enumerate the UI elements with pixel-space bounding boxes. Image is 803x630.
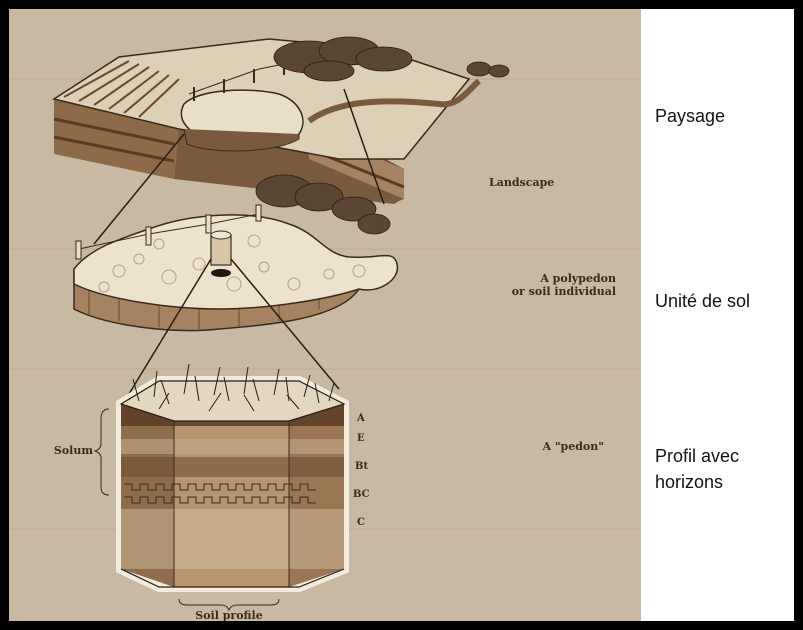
soil-profile-label: Soil profile xyxy=(191,610,267,621)
profil-label-line1: Profil avec xyxy=(655,444,739,468)
pedon-label: A "pedon" xyxy=(494,441,604,453)
soil-diagram-plate: Landscape A polypedon or soil individual… xyxy=(9,9,641,621)
solum-label: Solum xyxy=(47,445,93,457)
horizon-label-a: A xyxy=(357,413,365,424)
profil-label-line2: horizons xyxy=(655,470,723,494)
horizon-label-e: E xyxy=(357,433,365,444)
pedon-block xyxy=(95,364,344,610)
polypedon-label-line1: A polypedon xyxy=(456,273,616,285)
horizon-label-c: C xyxy=(357,517,365,528)
paysage-label: Paysage xyxy=(655,104,725,128)
unite-de-sol-label: Unité de sol xyxy=(655,289,750,313)
horizon-label-bc: BC xyxy=(353,489,370,500)
polypedon-block xyxy=(74,175,397,331)
landscape-label: Landscape xyxy=(489,177,554,189)
polypedon-label-line2: or soil individual xyxy=(456,286,616,298)
horizon-label-bt: Bt xyxy=(355,461,368,472)
soil-diagram-illustration xyxy=(9,9,641,621)
